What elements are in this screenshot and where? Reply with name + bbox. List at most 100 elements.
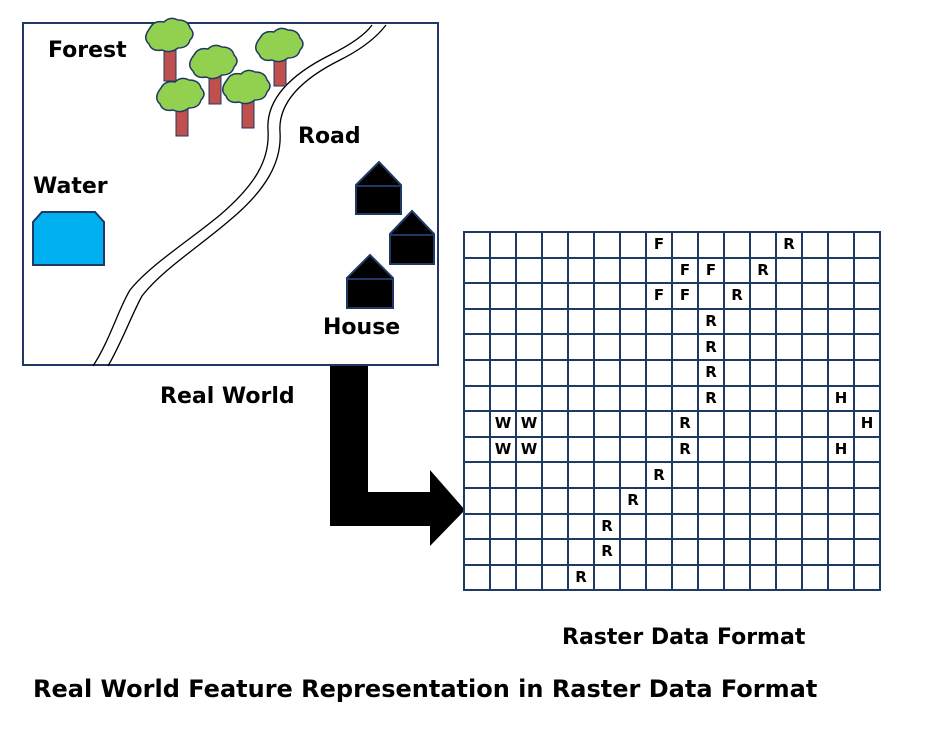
raster-cell xyxy=(619,282,647,310)
raster-cell xyxy=(541,231,569,259)
road-edge-right xyxy=(107,24,387,367)
raster-cell xyxy=(515,538,543,566)
raster-cell xyxy=(723,307,751,336)
raster-row: R xyxy=(463,563,881,592)
raster-cell xyxy=(775,563,803,592)
raster-cell xyxy=(723,410,751,438)
raster-cell xyxy=(489,461,517,489)
forest-trees xyxy=(145,17,304,137)
raster-cell xyxy=(619,461,647,489)
raster-cell: R xyxy=(671,410,699,438)
raster-cell xyxy=(749,512,777,541)
raster-cell xyxy=(463,384,491,413)
raster-cell xyxy=(645,333,673,361)
raster-cell xyxy=(489,282,517,310)
raster-cell xyxy=(645,307,673,336)
raster-cell xyxy=(463,358,491,387)
raster-cell xyxy=(593,333,621,361)
raster-cell xyxy=(541,461,569,489)
raster-cell xyxy=(853,333,881,361)
raster-cell xyxy=(801,435,829,464)
forest-label: Forest xyxy=(48,38,127,63)
raster-cell xyxy=(749,282,777,310)
raster-cell xyxy=(593,358,621,387)
tree-icon xyxy=(255,27,304,87)
raster-cell xyxy=(541,307,569,336)
raster-cell xyxy=(463,282,491,310)
raster-cell xyxy=(541,486,569,515)
raster-row: R xyxy=(463,307,881,336)
raster-row: R xyxy=(463,461,881,489)
raster-row: R xyxy=(463,538,881,566)
raster-cell xyxy=(463,435,491,464)
raster-cell xyxy=(827,563,855,592)
raster-cell xyxy=(775,307,803,336)
raster-cell xyxy=(697,512,725,541)
raster-cell xyxy=(723,358,751,387)
water-icon xyxy=(32,211,105,266)
water-label: Water xyxy=(33,174,108,199)
raster-cell xyxy=(645,358,673,387)
road xyxy=(92,24,387,367)
raster-cell: R xyxy=(619,486,647,515)
raster-cell xyxy=(801,563,829,592)
raster-cell xyxy=(489,512,517,541)
raster-cell xyxy=(567,538,595,566)
raster-cell xyxy=(541,538,569,566)
raster-cell: R xyxy=(697,358,725,387)
raster-cell: W xyxy=(489,435,517,464)
raster-row: R xyxy=(463,512,881,541)
raster-cell xyxy=(463,486,491,515)
raster-cell xyxy=(775,435,803,464)
raster-cell xyxy=(723,563,751,592)
raster-cell: R xyxy=(749,256,777,285)
raster-cell xyxy=(593,231,621,259)
raster-cell xyxy=(749,538,777,566)
raster-cell xyxy=(619,384,647,413)
raster-cell xyxy=(567,384,595,413)
raster-cell xyxy=(645,384,673,413)
raster-cell xyxy=(749,435,777,464)
raster-cell xyxy=(801,307,829,336)
raster-cell xyxy=(853,358,881,387)
raster-cell xyxy=(463,410,491,438)
raster-cell xyxy=(827,333,855,361)
raster-cell: R xyxy=(697,307,725,336)
raster-cell xyxy=(723,384,751,413)
raster-cell xyxy=(853,512,881,541)
raster-cell xyxy=(801,512,829,541)
raster-cell xyxy=(801,410,829,438)
raster-cell xyxy=(515,384,543,413)
raster-cell xyxy=(749,486,777,515)
raster-cell xyxy=(463,538,491,566)
raster-cell xyxy=(489,358,517,387)
raster-cell xyxy=(567,486,595,515)
raster-cell xyxy=(541,512,569,541)
arrow-icon xyxy=(330,366,465,546)
raster-cell xyxy=(749,307,777,336)
raster-cell xyxy=(645,563,673,592)
raster-cell xyxy=(697,282,725,310)
raster-cell xyxy=(723,231,751,259)
raster-cell xyxy=(593,307,621,336)
raster-cell xyxy=(801,282,829,310)
raster-cell xyxy=(775,512,803,541)
raster-cell xyxy=(671,512,699,541)
raster-cell xyxy=(567,512,595,541)
raster-cell xyxy=(827,358,855,387)
raster-cell xyxy=(801,538,829,566)
raster-cell xyxy=(489,231,517,259)
raster-cell xyxy=(671,384,699,413)
raster-cell xyxy=(593,461,621,489)
raster-cell xyxy=(671,538,699,566)
raster-cell: R xyxy=(723,282,751,310)
raster-cell xyxy=(801,256,829,285)
raster-cell xyxy=(515,231,543,259)
raster-cell xyxy=(541,384,569,413)
raster-cell xyxy=(801,486,829,515)
raster-cell: R xyxy=(593,538,621,566)
raster-cell xyxy=(723,486,751,515)
raster-cell: H xyxy=(827,384,855,413)
